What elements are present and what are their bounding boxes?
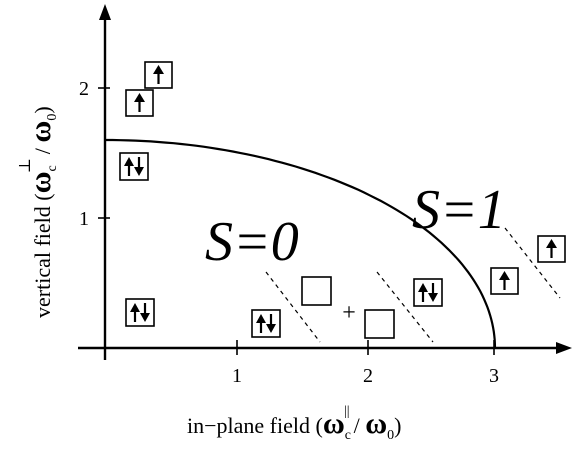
singlet-box-bottom <box>251 309 281 338</box>
dashed-line-2 <box>376 271 434 343</box>
singlet-box-upper <box>119 152 149 181</box>
y-tick-label-1: 1 <box>79 208 89 230</box>
singlet-box-boundary <box>413 278 443 307</box>
plus-sign: + <box>342 300 356 326</box>
x-tick-label-1: 1 <box>232 365 242 387</box>
x-axis-title: in−plane field (ωc||/ ω0) <box>187 404 401 443</box>
svg-text:in−plane field (ωc||/ ω0): in−plane field (ωc||/ ω0) <box>187 404 401 443</box>
y-axis-arrowhead <box>99 4 111 20</box>
svg-text:vertical field (ωc⊥/ ω0): vertical field (ωc⊥/ ω0) <box>17 106 60 318</box>
spin-up-box-high <box>144 61 173 89</box>
spin-up-box-mid <box>125 89 154 117</box>
dashed-line-1 <box>265 271 321 343</box>
y-axis-title: vertical field (ωc⊥/ ω0) <box>17 106 60 318</box>
empty-box-left <box>301 276 332 306</box>
y-tick-label-2: 2 <box>79 78 89 100</box>
x-tick-label-2: 2 <box>363 365 373 387</box>
dashed-line-3 <box>504 227 561 299</box>
spin-up-box-s1-low <box>490 267 519 295</box>
phase-boundary-curve <box>105 138 497 349</box>
x-tick-label-3: 3 <box>489 365 499 387</box>
singlet-box-lower <box>125 298 155 327</box>
region-label-s1: S=1 <box>412 179 506 241</box>
x-axis-arrowhead <box>556 342 572 354</box>
spin-up-box-s1-high <box>537 235 566 263</box>
empty-box-right <box>364 309 395 339</box>
region-label-s0: S=0 <box>205 211 299 273</box>
